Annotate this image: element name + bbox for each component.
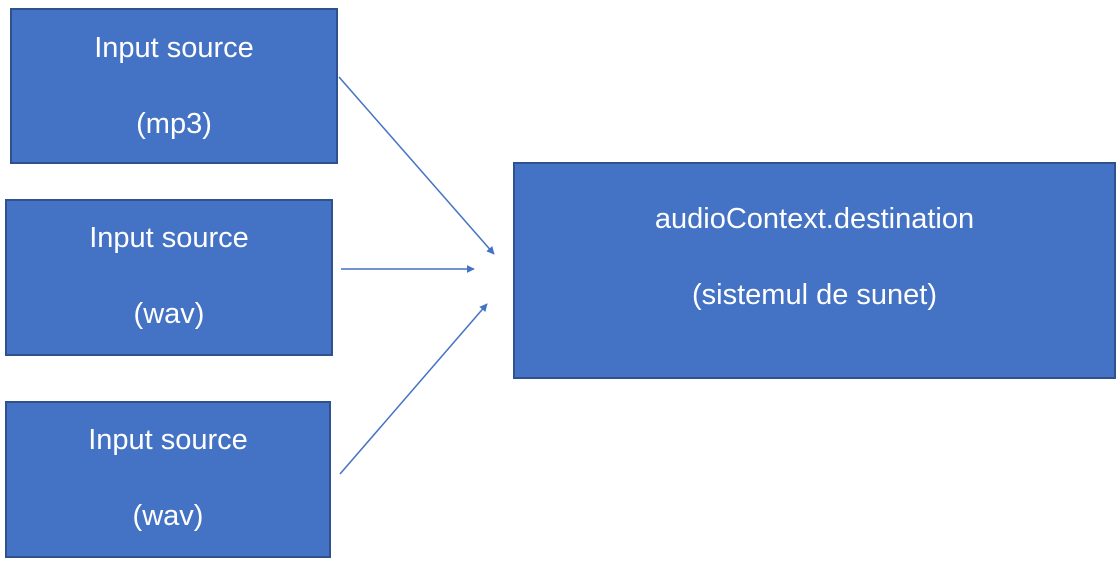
- audio-destination-box: audioContext.destination (sistemul de su…: [513, 162, 1116, 379]
- input-source-label: Input source: [94, 32, 254, 64]
- input-source-label: Input source: [88, 424, 248, 456]
- arrow-mp3-to-destination: [338, 76, 495, 255]
- input-source-label: Input source: [89, 222, 249, 254]
- arrow-wav2-to-destination: [339, 303, 488, 475]
- input-source-mp3-box: Input source (mp3): [10, 8, 338, 164]
- destination-sublabel: (sistemul de sunet): [692, 279, 937, 311]
- input-source-format: (wav): [133, 298, 205, 330]
- input-source-wav-box-1: Input source (wav): [5, 199, 333, 356]
- input-source-format: (mp3): [136, 108, 212, 140]
- destination-label: audioContext.destination: [654, 203, 975, 235]
- input-source-wav-box-2: Input source (wav): [5, 401, 331, 558]
- input-source-format: (wav): [132, 500, 204, 532]
